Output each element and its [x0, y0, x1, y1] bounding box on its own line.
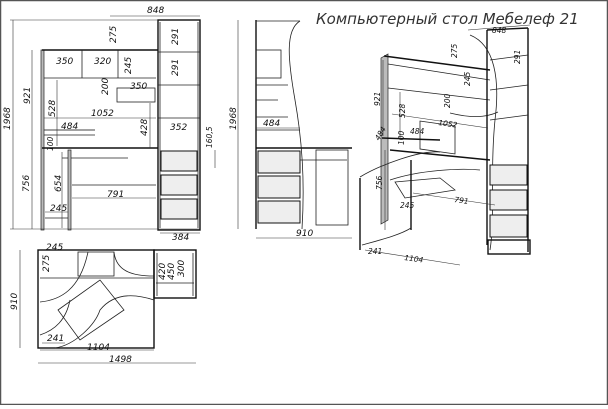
- dim-top-gap: 275: [109, 26, 119, 43]
- dim-desk-height: 756: [22, 175, 32, 192]
- dim-cell-left: 350: [56, 57, 73, 67]
- dim-tower-top-cell: 291: [171, 28, 181, 45]
- iso-dim-tower-top-cell: 291: [513, 50, 522, 64]
- plan-dim-desk-width: 1104: [87, 343, 110, 353]
- iso-dim-hutch-height: 921: [373, 92, 382, 106]
- plan-dim-left-depth: 275: [42, 255, 52, 272]
- front-view: [10, 15, 216, 234]
- dim-shelf-to-desk: 428: [140, 119, 150, 136]
- dim-shelf-drop: 200: [101, 78, 111, 95]
- dim-tower-depth: 384: [172, 233, 189, 243]
- plan-dim-total-width: 1498: [109, 355, 132, 365]
- iso-dim-hutch-inner: 528: [398, 103, 407, 118]
- side-dim-height-total: 1968: [229, 107, 239, 130]
- dim-drawer-height: 160,5: [205, 126, 214, 148]
- dim-height-total: 1968: [3, 107, 13, 130]
- plan-dim-left-width: 245: [46, 243, 63, 253]
- iso-dim-desk-width: 1052: [438, 118, 458, 130]
- iso-dim-corner: 241: [368, 247, 382, 256]
- iso-view: 848 275 291 921 245 528 200 1052 484 484…: [359, 24, 531, 266]
- side-view: 484 910 1968: [229, 20, 352, 239]
- dim-small-shelf: 484: [61, 122, 78, 132]
- dim-leg-inner: 654: [54, 175, 64, 192]
- plan-dim-tower-c: 300: [177, 260, 187, 277]
- dim-tower-second-cell: 291: [171, 59, 181, 76]
- plan-dim-depth-total: 910: [10, 293, 20, 310]
- plan-dim-corner: 241: [47, 334, 64, 344]
- dim-tower-width: 352: [170, 123, 187, 133]
- iso-dim-desk-height: 756: [375, 175, 384, 190]
- iso-dim-shelf-drop: 200: [443, 93, 452, 108]
- side-dim-shelf-depth: 484: [263, 119, 280, 129]
- dim-hutch-inner: 528: [48, 100, 58, 117]
- dim-hutch-height: 921: [23, 87, 33, 104]
- iso-dim-small-shelf: 484: [410, 127, 425, 136]
- plan-view: 245 275 420 450 300 910 241 1104 1498: [10, 243, 197, 365]
- iso-dim-leg-offset: 245: [400, 201, 415, 210]
- iso-dim-cell-height: 245: [463, 71, 472, 86]
- dim-leg-offset: 245: [50, 204, 67, 214]
- drawing-title: Компьютерный стол Мебелеф 21: [316, 10, 579, 28]
- dim-knee-width: 791: [107, 190, 124, 200]
- dim-cell-height: 245: [124, 57, 134, 74]
- iso-dim-small-gap: 100: [397, 130, 406, 145]
- front-view-dimensions: 848 275 350 320 245 291 291 921 528 200 …: [3, 6, 214, 243]
- dim-shelf-width: 350: [130, 82, 147, 92]
- plan-dim-tower-b: 450: [167, 263, 177, 280]
- iso-dim-knee-width: 791: [454, 195, 469, 206]
- plan-dim-tower-a: 420: [158, 263, 168, 280]
- dim-cell-mid: 320: [94, 57, 111, 67]
- dim-small-gap: 100: [46, 136, 55, 151]
- side-dim-depth-total: 910: [296, 229, 313, 239]
- dim-desk-width: 1052: [91, 109, 114, 119]
- iso-dim-width-total: 848: [492, 26, 507, 35]
- iso-dim-desk-depth-width: 1104: [404, 253, 424, 265]
- iso-dim-top-gap: 275: [450, 43, 459, 58]
- dim-width-total: 848: [147, 6, 164, 16]
